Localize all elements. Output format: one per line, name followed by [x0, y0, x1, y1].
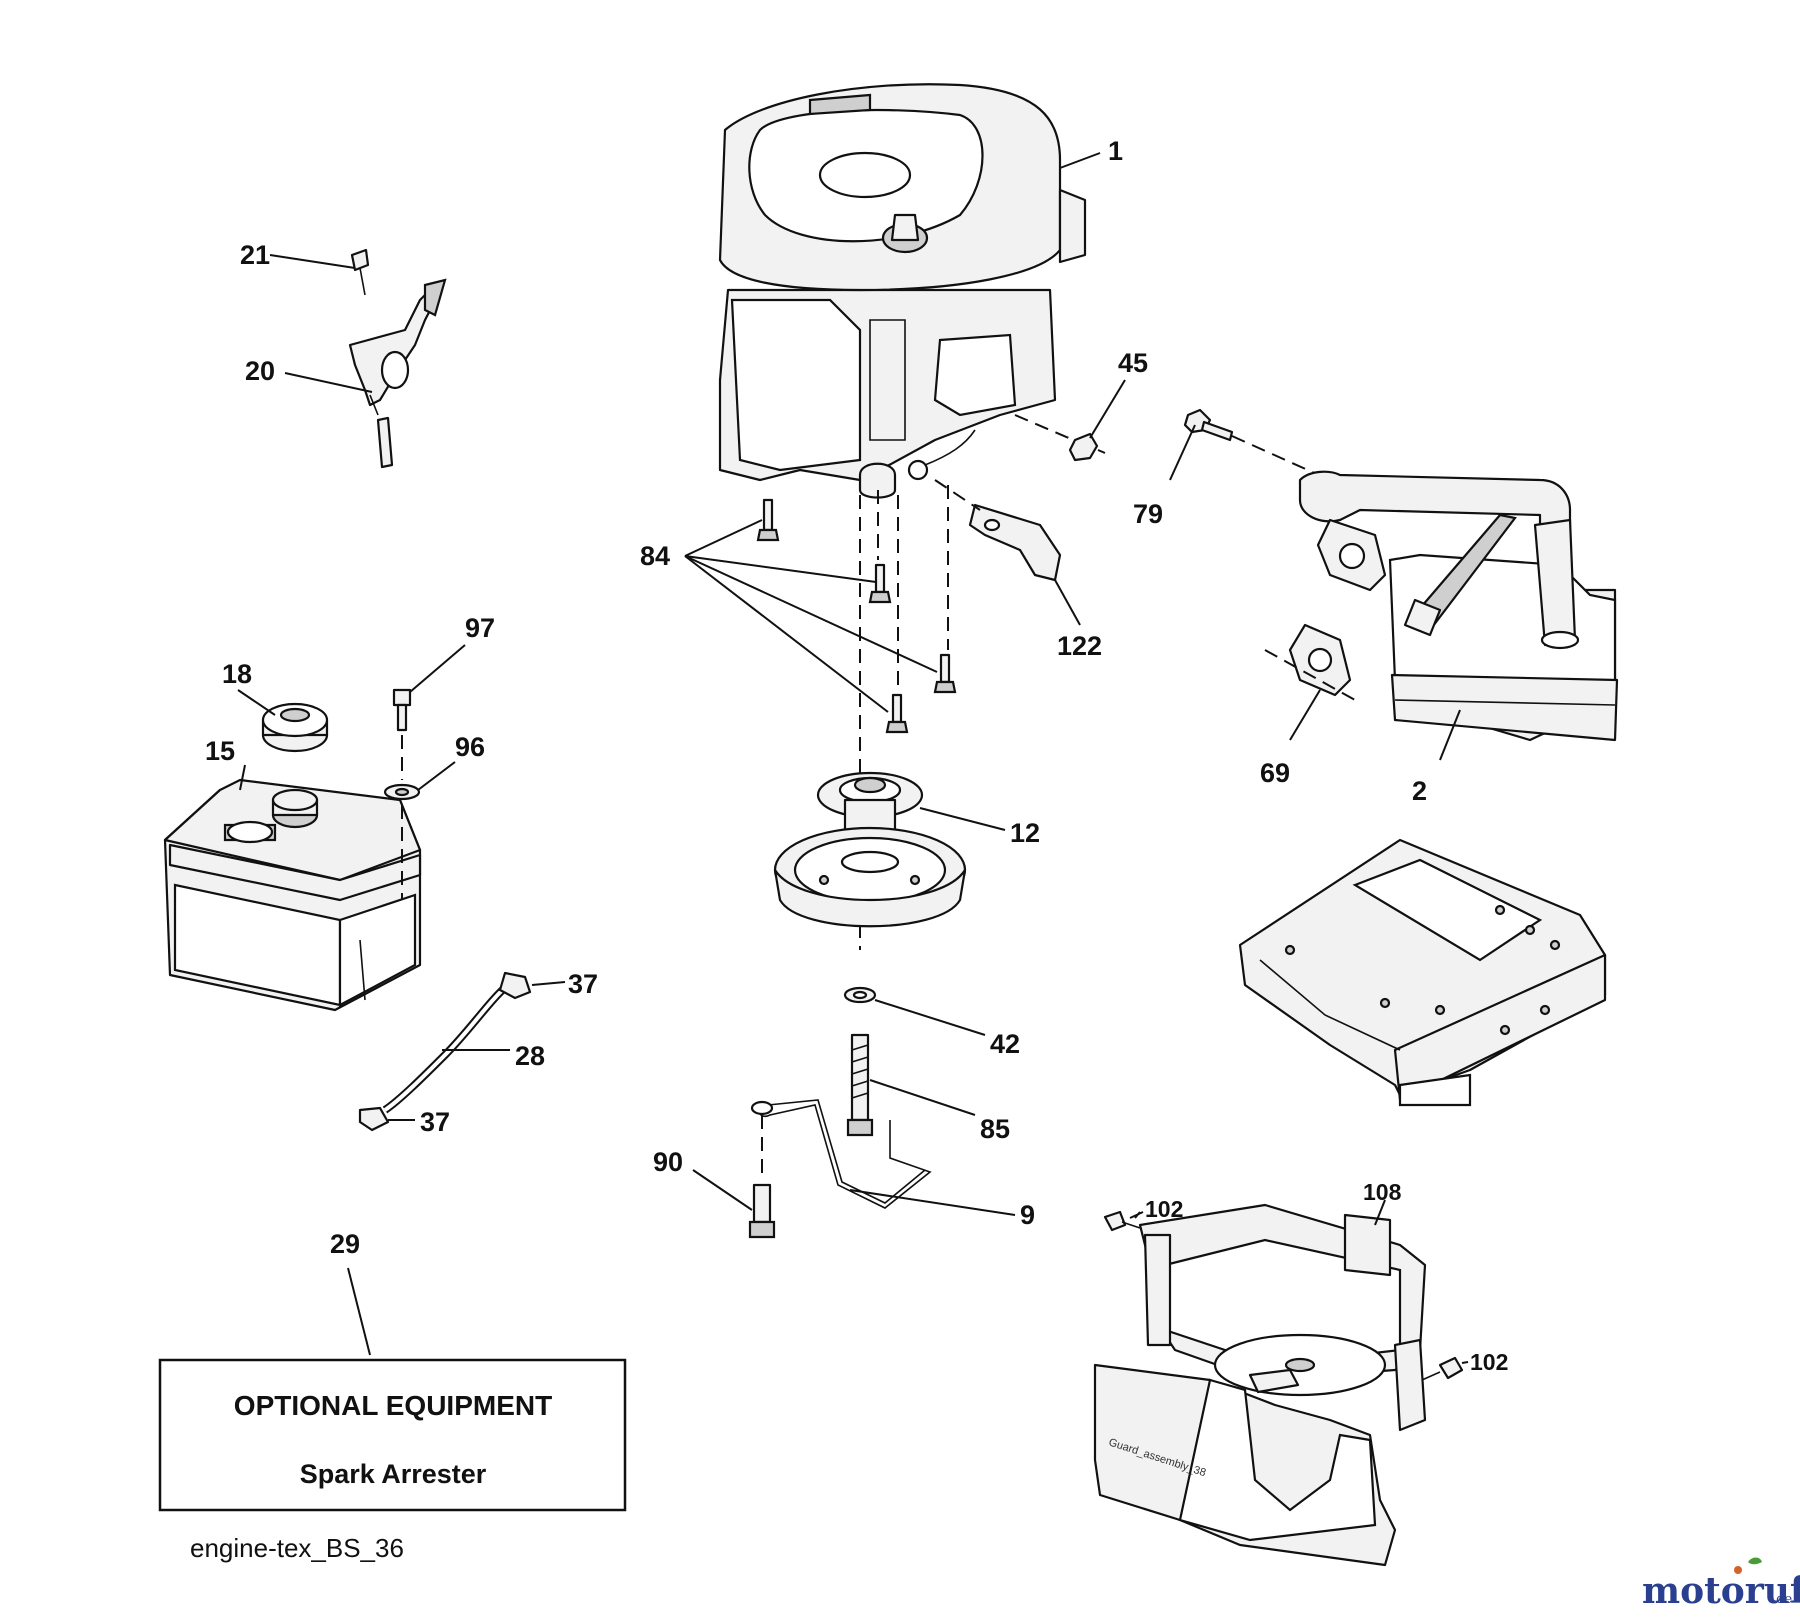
fuel-cap-18 — [261, 702, 329, 753]
rod-9 — [748, 1099, 932, 1239]
guard-assembly-108: Guard_assembly_38 — [1093, 1203, 1464, 1567]
watermark-suffix: .de — [1772, 1592, 1792, 1607]
callout-102-left: 102 — [1145, 1196, 1183, 1222]
callout-90: 90 — [653, 1147, 683, 1177]
bolts-84 — [756, 485, 957, 770]
bracket-122 — [934, 479, 1062, 582]
watermark-logo: motoruf — [1642, 1570, 1800, 1612]
callout-37-top: 37 — [568, 969, 598, 999]
pulley-12 — [773, 770, 967, 950]
callout-18: 18 — [222, 659, 252, 689]
optional-equipment-box: OPTIONAL EQUIPMENT Spark Arrester — [158, 1358, 627, 1512]
callout-45: 45 — [1118, 348, 1148, 378]
engine-assembly — [718, 83, 1087, 499]
drawing-code: engine-tex_BS_36 — [190, 1533, 404, 1563]
callout-29: 29 — [330, 1229, 360, 1259]
throttle-control — [348, 248, 447, 469]
watermark-dot-icon — [1734, 1566, 1742, 1574]
callout-69: 69 — [1260, 758, 1290, 788]
callout-28: 28 — [515, 1041, 545, 1071]
callout-15: 15 — [205, 736, 235, 766]
callout-42: 42 — [990, 1029, 1020, 1059]
engine-mount-plate — [1238, 838, 1607, 1107]
callout-9: 9 — [1020, 1200, 1035, 1230]
callout-102-right: 102 — [1470, 1349, 1508, 1375]
callout-21: 21 — [240, 240, 270, 270]
callout-84: 84 — [640, 541, 670, 571]
callout-122: 122 — [1057, 631, 1102, 661]
washer-bolt — [843, 986, 877, 1137]
callout-96: 96 — [455, 732, 485, 762]
callout-37-bottom: 37 — [420, 1107, 450, 1137]
muffler-assembly — [1183, 408, 1619, 742]
callout-2: 2 — [1412, 776, 1427, 806]
callout-20: 20 — [245, 356, 275, 386]
callout-97: 97 — [465, 613, 495, 643]
fuel-line — [358, 971, 532, 1132]
nut-45 — [1014, 414, 1106, 462]
callout-12: 12 — [1010, 818, 1040, 848]
bolt-97-washer-96 — [383, 688, 421, 900]
optional-equipment-item: Spark Arrester — [300, 1459, 487, 1489]
callout-108: 108 — [1363, 1179, 1402, 1205]
fuel-tank — [163, 778, 422, 1012]
optional-equipment-title: OPTIONAL EQUIPMENT — [234, 1390, 552, 1421]
callout-1: 1 — [1108, 136, 1123, 166]
motoruf-watermark: motoruf .de — [1642, 1557, 1800, 1612]
callout-79: 79 — [1133, 499, 1163, 529]
watermark-leaf-icon — [1748, 1557, 1762, 1565]
callout-85: 85 — [980, 1114, 1010, 1144]
